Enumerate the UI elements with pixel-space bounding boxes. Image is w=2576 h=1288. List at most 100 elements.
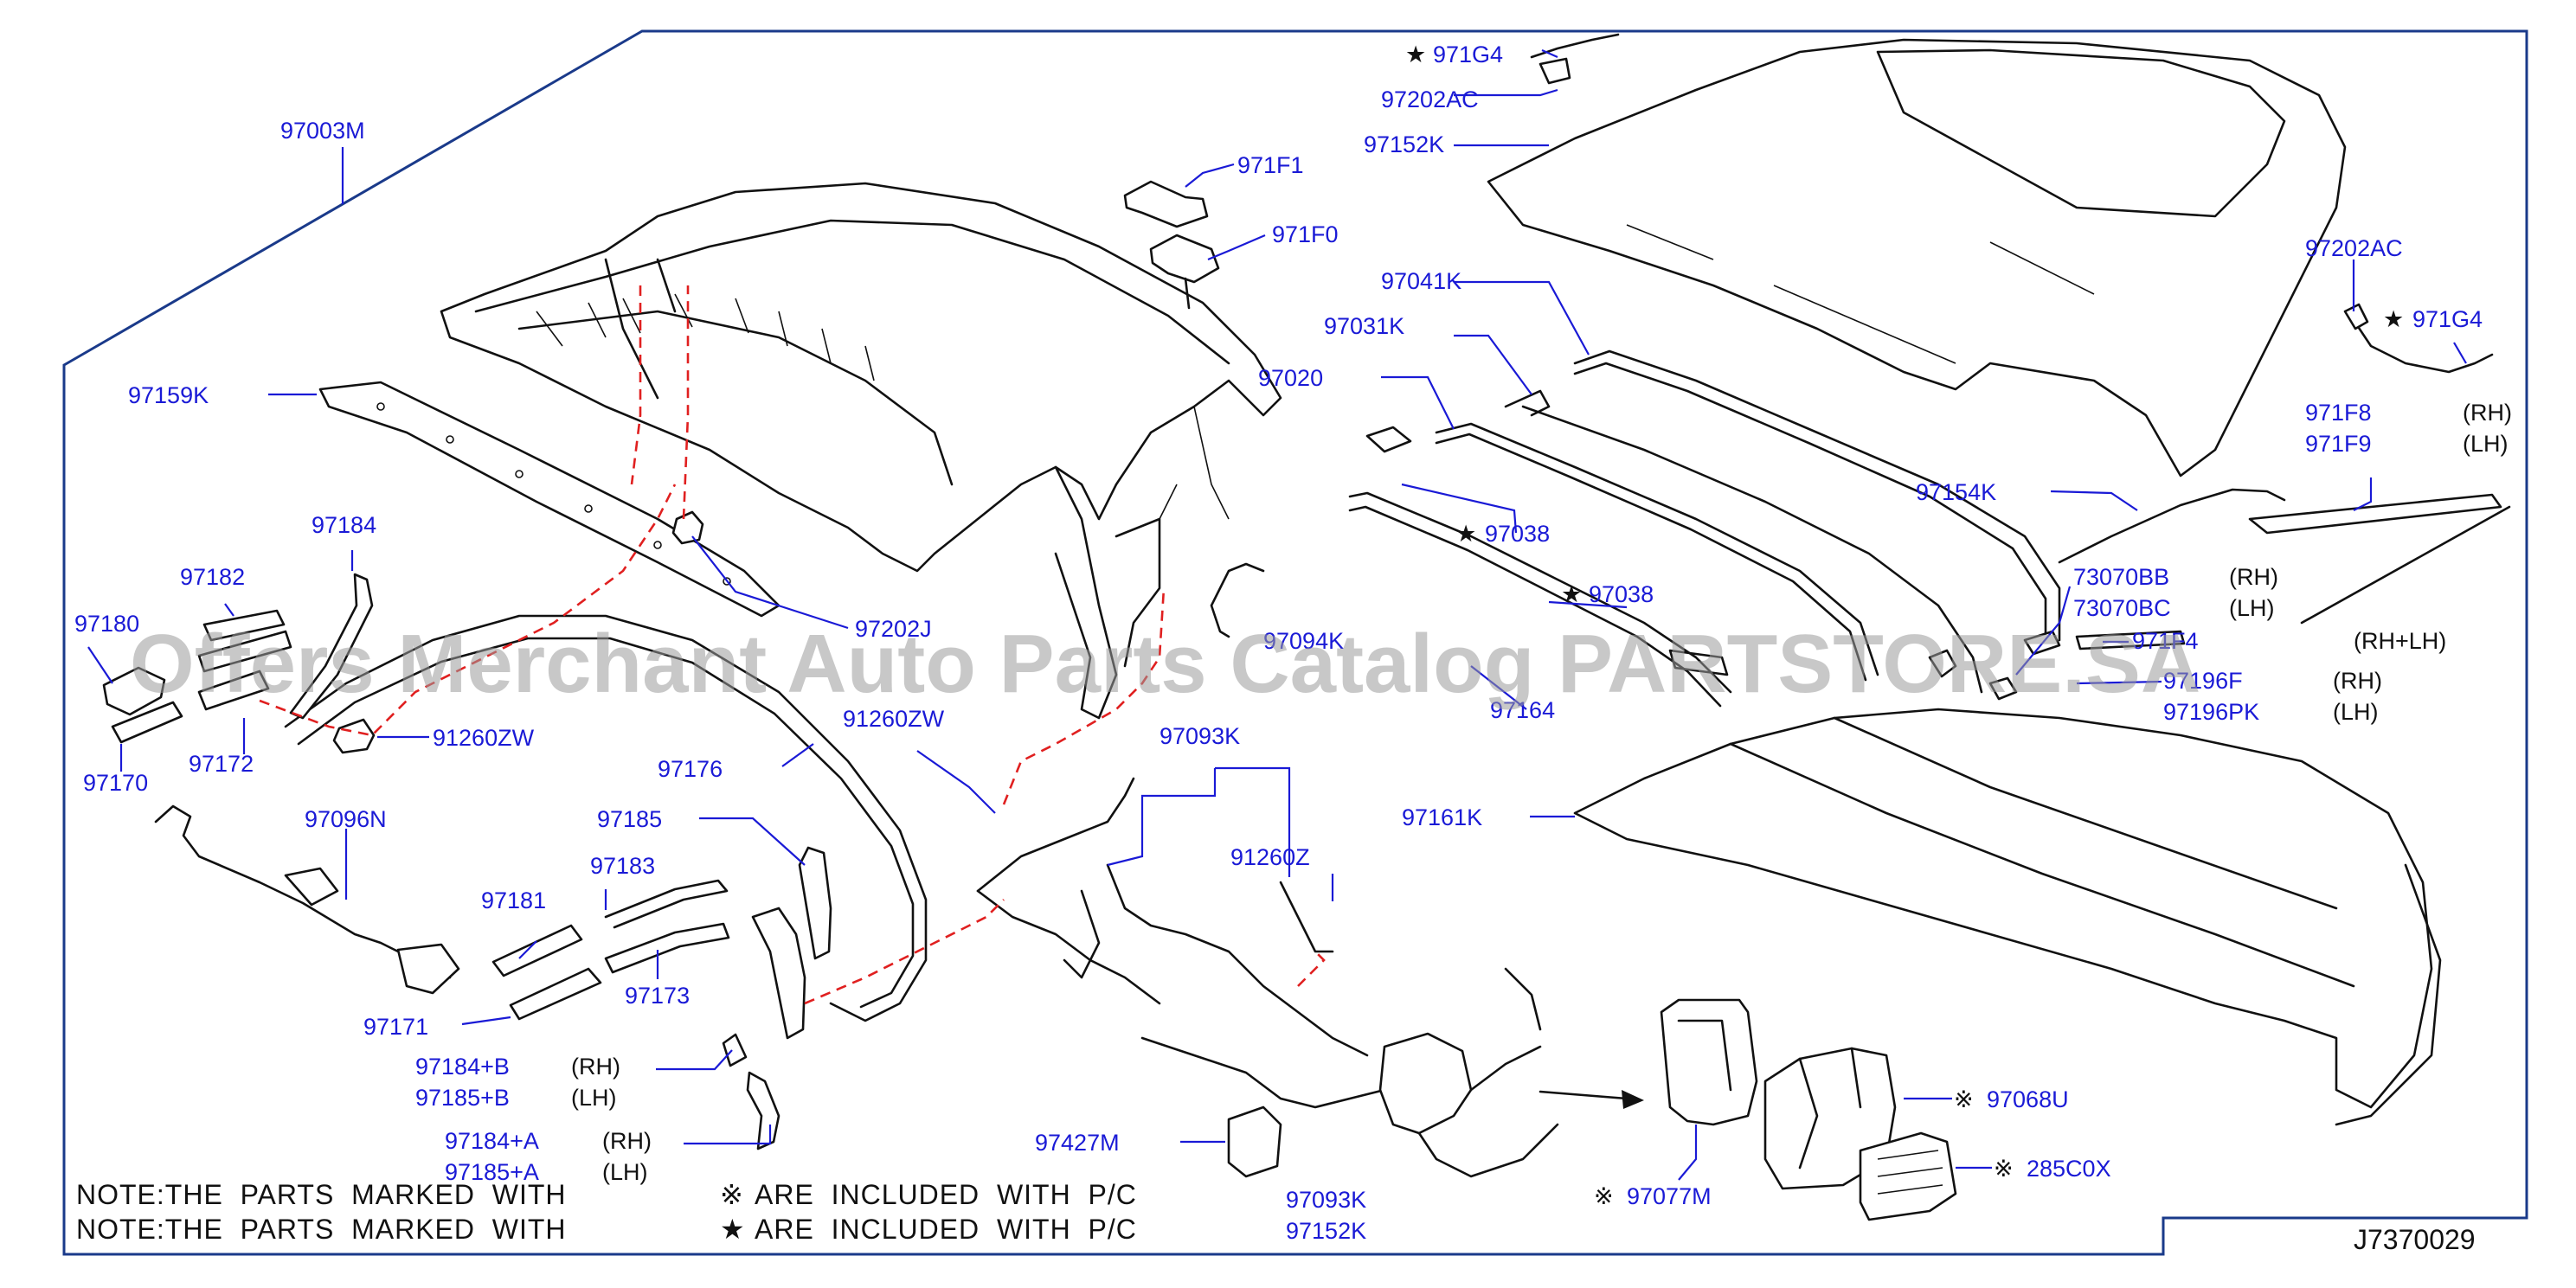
note-2-mark: ★	[720, 1214, 746, 1245]
label-97068U-ref: ※	[1954, 1086, 1974, 1112]
label-285C0X: 285C0X	[2027, 1156, 2111, 1182]
diagram-reference: J7370029	[2354, 1224, 2476, 1255]
label-971F1: 971F1	[1237, 152, 1304, 178]
label-73070BB: 73070BB	[2073, 564, 2169, 590]
suffix-97185A: (LH)	[602, 1159, 648, 1185]
label-97181: 97181	[481, 888, 546, 913]
part-73070BB-grommet	[1928, 649, 2018, 701]
part-97152K-roof-upper	[1487, 38, 2347, 477]
label-97182: 97182	[180, 564, 245, 590]
note-1-mark: ※	[720, 1179, 744, 1210]
label-97096N: 97096N	[305, 806, 387, 832]
label-97185A: 97185+A	[445, 1159, 539, 1185]
part-97185	[798, 846, 832, 960]
label-97031K: 97031K	[1324, 313, 1404, 339]
part-285C0X-module	[1859, 1131, 1957, 1221]
part-97202J-grommet	[671, 510, 704, 545]
label-97038-a-star: ★	[1455, 521, 1476, 547]
note-2-suffix: ARE INCLUDED WITH P/C	[755, 1214, 1137, 1245]
label-97170: 97170	[83, 770, 148, 796]
suffix-73070BB: (RH)	[2229, 564, 2278, 590]
label-97068U: 97068U	[1987, 1086, 2069, 1112]
part-97184	[289, 573, 374, 720]
arrow-to-motor	[1539, 1090, 1644, 1109]
label-97038-b: 97038	[1589, 581, 1654, 607]
label-97154K: 97154K	[1916, 479, 1996, 505]
label-97184A: 97184+A	[445, 1128, 539, 1154]
labels: 97003M 97159K 97184 97182 97180 97172 97…	[74, 42, 2512, 1244]
suffix-971F8: (RH)	[2463, 400, 2512, 426]
note-1-prefix: NOTE:THE PARTS MARKED WITH	[76, 1179, 567, 1210]
label-97196PK: 97196PK	[2163, 699, 2259, 725]
part-97031K-seal	[1504, 389, 1983, 694]
part-97180	[102, 666, 166, 716]
part-97176-side-trim	[284, 614, 928, 1022]
suffix-971F9: (LH)	[2463, 431, 2509, 457]
label-97038-a: 97038	[1485, 521, 1550, 547]
part-97093K-harness	[976, 777, 1559, 1178]
watermark: Offers Merchant Auto Parts Catalog PARTS…	[130, 618, 2200, 710]
part-97164-strip	[1348, 491, 1732, 708]
leader-lines	[87, 48, 2467, 1181]
part-97181	[491, 924, 583, 977]
note-1-suffix: ARE INCLUDED WITH P/C	[755, 1179, 1137, 1210]
label-91260ZW-b: 91260ZW	[843, 706, 945, 732]
label-97003M: 97003M	[280, 118, 365, 144]
part-97171	[509, 967, 602, 1021]
part-97159K-rail	[318, 381, 781, 618]
notes: NOTE:THE PARTS MARKED WITH ※ ARE INCLUDE…	[76, 1179, 1137, 1245]
label-97184: 97184	[312, 512, 376, 538]
part-971F1-bracket	[1123, 180, 1209, 228]
part-97172	[197, 670, 270, 711]
label-97152K-a: 97152K	[1364, 131, 1444, 157]
suffix-97196F: (RH)	[2333, 668, 2382, 694]
label-971G4-b: 971G4	[2412, 306, 2483, 332]
label-97164: 97164	[1490, 697, 1555, 723]
label-971F8: 971F8	[2305, 400, 2372, 426]
part-97077M-motor	[1660, 998, 1758, 1126]
label-971F9: 971F9	[2305, 431, 2372, 457]
label-97185: 97185	[597, 806, 662, 832]
label-97196F: 97196F	[2163, 668, 2243, 694]
label-97077M-ref: ※	[1594, 1183, 1614, 1209]
label-97427M: 97427M	[1035, 1130, 1120, 1156]
label-73070BC: 73070BC	[2073, 595, 2171, 621]
label-97173: 97173	[625, 983, 690, 1009]
part-91260ZW-clip-a	[332, 718, 376, 754]
label-97202AC-a: 97202AC	[1381, 87, 1479, 112]
part-971F0-bracket	[1149, 234, 1220, 310]
label-97172: 97172	[189, 751, 254, 777]
part-97096N-cable	[154, 804, 460, 995]
top-frame-assembly	[440, 182, 1282, 720]
label-97038-b-star: ★	[1561, 581, 1582, 607]
part-97184-185-B	[722, 1033, 748, 1067]
label-97161K: 97161K	[1402, 804, 1482, 830]
suffix-97185B: (LH)	[571, 1085, 617, 1111]
label-97176: 97176	[658, 756, 723, 782]
part-97161K-roof-lower	[1573, 708, 2442, 1126]
part-97427M	[1227, 1105, 1282, 1178]
label-91260ZW-a: 91260ZW	[433, 725, 535, 751]
part-97041K-seal	[1573, 349, 2061, 642]
label-97077M: 97077M	[1627, 1183, 1712, 1209]
part-97170	[111, 701, 183, 744]
suffix-73070BC: (LH)	[2229, 595, 2275, 621]
label-97180: 97180	[74, 611, 139, 637]
part-97020-rail	[1435, 422, 1879, 682]
label-97185B: 97185+B	[415, 1085, 510, 1111]
part-97176-pillar	[751, 907, 806, 1040]
label-97171: 97171	[363, 1014, 428, 1040]
note-2-prefix: NOTE:THE PARTS MARKED WITH	[76, 1214, 567, 1245]
label-97094K: 97094K	[1263, 628, 1344, 654]
part-97154K-trim	[2058, 488, 2511, 625]
part-97182	[197, 609, 292, 673]
label-971F4: 971F4	[2132, 628, 2199, 654]
label-97093K-b: 97093K	[1286, 1187, 1366, 1213]
diagram-frame	[62, 29, 2528, 1256]
label-971G4-a: 971G4	[1433, 42, 1503, 67]
label-97041K: 97041K	[1381, 268, 1461, 294]
suffix-97184B: (RH)	[571, 1054, 620, 1080]
part-97173	[604, 922, 730, 974]
